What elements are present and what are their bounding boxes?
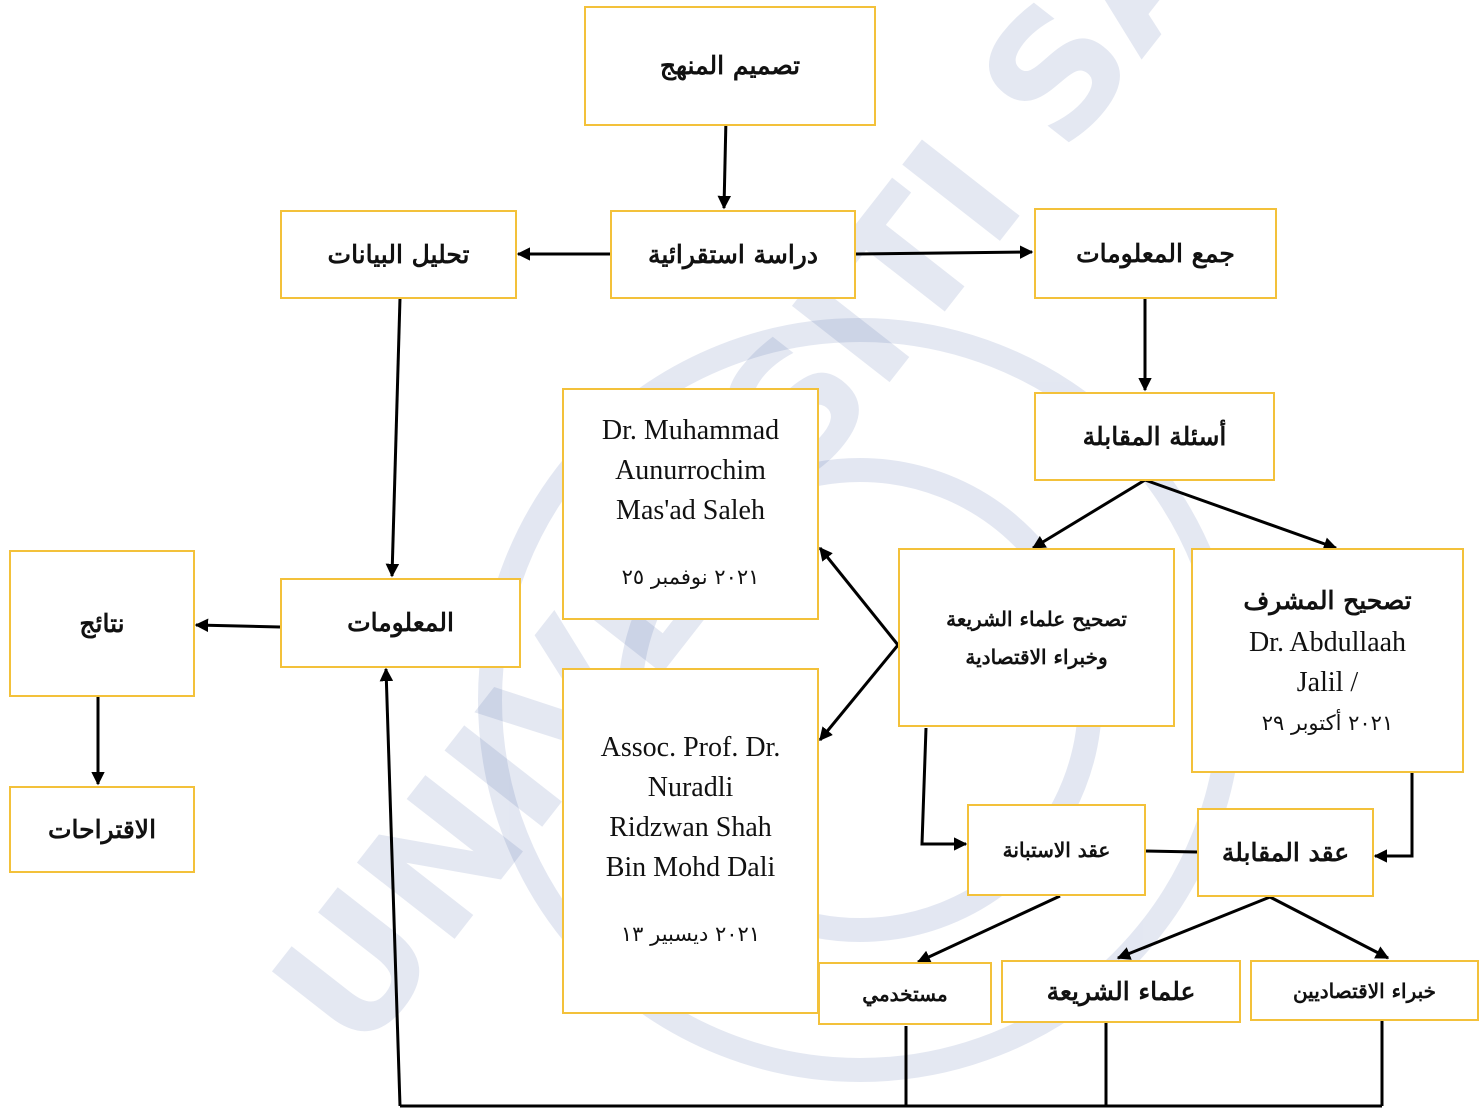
arrow-sharia-to-reviewer1	[818, 546, 900, 646]
review-date: ٢٠٢١ أكتوبر ٢٩	[1261, 710, 1394, 735]
review-date: ٢٠٢١ ديسبير ١٣	[620, 922, 761, 946]
node-label: علماء الشريعة	[1046, 976, 1196, 1006]
reviewer-name-line: Ridzwan Shah	[609, 812, 772, 843]
reviewer-name-line: Mas'ad Saleh	[616, 495, 765, 526]
node-curriculum-design: تصميم المنهج	[584, 6, 876, 126]
review-date: ٢٠٢١ نوفمبر ٢٥	[621, 565, 760, 589]
node-title: تصحيح المشرف	[1243, 585, 1412, 615]
arrow-feedback-to-information	[379, 667, 402, 1107]
node-label: الاقتراحات	[47, 814, 157, 844]
node-label: عقد المقابلة	[1221, 837, 1350, 867]
node-label: المعلومات	[347, 608, 454, 638]
supervisor-name-line: Jalil /	[1296, 666, 1359, 698]
node-label: تصميم المنهج	[659, 51, 801, 81]
node-label: جمع المعلومات	[1076, 238, 1235, 268]
node-reviewer-1: Dr. Muhammad Aunurrochim Mas'ad Saleh ٢٠…	[562, 388, 819, 620]
node-label: مستخدمي	[862, 981, 948, 1006]
arrow-interview-to-economists	[1269, 895, 1390, 960]
watermark-text: UNIVERSITI SAINS ISLAM MALAYSIA	[236, 0, 1483, 1085]
reviewer-name-line: Nuradli	[647, 772, 734, 803]
arrow-study-to-collection	[855, 245, 1034, 259]
node-economists: خبراء الاقتصاديين	[1250, 960, 1479, 1021]
arrow-information-to-results	[194, 618, 281, 633]
node-label-line1: تصحيح علماء الشريعة	[946, 606, 1127, 631]
reviewer-name-line: Dr. Muhammad	[601, 415, 780, 446]
node-interview: عقد المقابلة	[1197, 808, 1374, 897]
node-reviewer-2: Assoc. Prof. Dr. Nuradli Ridzwan Shah Bi…	[562, 668, 819, 1014]
arrow-sharia-to-reviewer2	[818, 644, 900, 742]
reviewer-name-line: Bin Mohd Dali	[605, 852, 776, 883]
line-questionnaire-interview	[1144, 849, 1198, 854]
arrow-questionnaire-to-users	[916, 894, 1061, 964]
node-label: خبراء الاقتصاديين	[1292, 978, 1437, 1003]
node-data-collection: جمع المعلومات	[1034, 208, 1277, 299]
node-supervisor-review: تصحيح المشرف Dr. Abdullaah Jalil / ٢٠٢١ …	[1191, 548, 1464, 773]
reviewer-name-line: Assoc. Prof. Dr.	[600, 732, 781, 763]
node-users: مستخدمي	[818, 962, 992, 1025]
arrow-sharia-to-questionnaire	[920, 727, 968, 851]
node-label: دراسة استقرائية	[648, 239, 818, 269]
supervisor-name-line: Dr. Abdullaah	[1248, 626, 1407, 658]
arrow-design-to-study	[717, 117, 732, 210]
arrow-questions-to-supervisor	[1144, 478, 1338, 551]
node-exploratory-study: دراسة استقرائية	[610, 210, 856, 299]
node-label: أسئلة المقابلة	[1082, 421, 1227, 451]
arrow-interview-to-scholars	[1116, 895, 1271, 960]
node-sharia-review: تصحيح علماء الشريعة وخبراء الاقتصادية	[898, 548, 1175, 727]
arrow-analysis-to-information	[385, 297, 402, 578]
node-results: نتائج	[9, 550, 195, 697]
node-information: المعلومات	[280, 578, 521, 668]
node-questionnaire: عقد الاستبانة	[967, 804, 1146, 896]
arrow-questions-to-sharia	[1031, 478, 1146, 550]
node-label: تحليل البيانات	[327, 239, 470, 269]
node-suggestions: الاقتراحات	[9, 786, 195, 873]
arrow-supervisor-to-interview	[1373, 772, 1414, 863]
node-interview-questions: أسئلة المقابلة	[1034, 392, 1275, 481]
node-label: عقد الاستبانة	[1002, 838, 1111, 862]
node-label-line2: وخبراء الاقتصادية	[965, 644, 1108, 669]
node-label: نتائج	[79, 608, 125, 638]
node-data-analysis: تحليل البيانات	[280, 210, 517, 299]
reviewer-name-line: Aunurrochim	[615, 455, 766, 486]
node-sharia-scholars: علماء الشريعة	[1001, 960, 1241, 1023]
